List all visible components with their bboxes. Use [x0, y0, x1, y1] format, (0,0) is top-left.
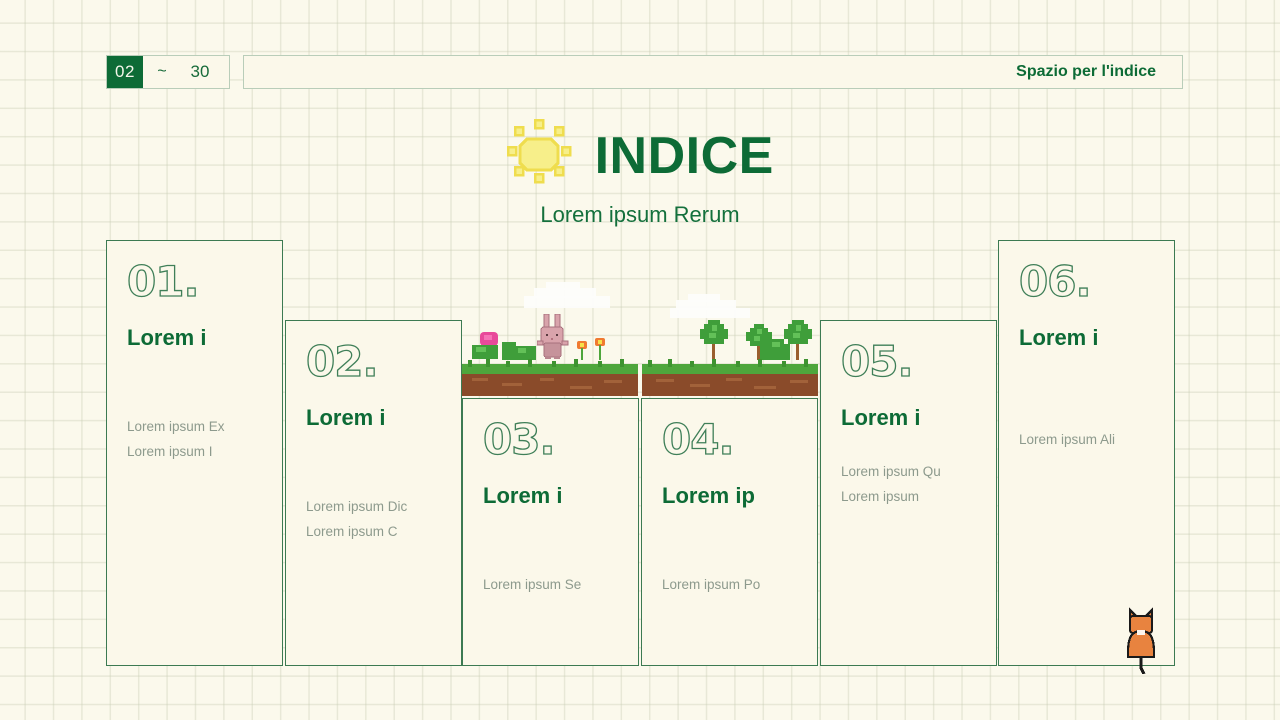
card-body-line: Lorem ipsum Ex	[127, 419, 225, 434]
cloud-icon	[676, 300, 736, 310]
card-body-line: Lorem ipsum Se	[483, 577, 582, 592]
card-number: 03.	[482, 415, 556, 464]
grass-tuft	[598, 361, 602, 367]
tree-icon	[784, 320, 812, 360]
grass-layer	[462, 364, 638, 374]
card-title: Lorem ip	[662, 483, 755, 508]
pixel-meadow-right	[642, 282, 818, 396]
cloud-icon	[524, 296, 610, 308]
card-title: Lorem i	[841, 405, 921, 430]
card-body: Lorem ipsum Po	[662, 572, 803, 597]
card-body-line: Lorem ipsum Qu	[841, 464, 941, 479]
flower-center	[580, 343, 584, 347]
grass-tuft	[620, 359, 624, 367]
pixel-meadow-left	[462, 282, 638, 396]
card-title: Lorem i	[1019, 325, 1099, 350]
flower-stem	[599, 345, 601, 360]
card-body: Lorem ipsum Ali	[1019, 427, 1160, 452]
index-space-label: Spazio per l'indice	[1016, 63, 1156, 80]
current-page-number: 02	[107, 56, 143, 88]
cloud-icon	[534, 288, 596, 298]
card-number: 01.	[126, 257, 200, 306]
card-body-line: Lorem ipsum Po	[662, 577, 761, 592]
card-title: Lorem i	[306, 405, 386, 430]
flower-rose-highlight	[484, 335, 492, 340]
page-range-separator: ~	[157, 63, 167, 80]
index-card-03[interactable]: 03. Lorem i Lorem ipsum Se	[462, 398, 639, 666]
card-body: Lorem ipsum Ex Lorem ipsum I	[127, 414, 268, 464]
grass-tuft	[486, 359, 490, 367]
card-number: 05.	[840, 337, 914, 386]
bush-highlight	[772, 342, 780, 347]
dirt-layer	[642, 374, 818, 396]
grass-tuft	[736, 361, 740, 367]
grass-tuft	[648, 360, 652, 367]
dirt-layer	[462, 374, 638, 396]
index-card-01[interactable]: 01. Lorem i Lorem ipsum Ex Lorem ipsum I	[106, 240, 283, 666]
grass-tuft	[804, 359, 808, 367]
page-title: INDICE	[594, 127, 774, 185]
card-body-line: Lorem ipsum Ali	[1019, 432, 1116, 447]
cloud-icon	[688, 294, 720, 302]
index-card-05[interactable]: 05. Lorem i Lorem ipsum Qu Lorem ipsum	[820, 320, 997, 666]
page-subtitle: Lorem ipsum Rerum	[540, 202, 740, 227]
grass-tuft	[528, 359, 532, 367]
index-space-bar[interactable]: Spazio per l'indice	[243, 55, 1183, 89]
grass-tuft	[574, 359, 578, 367]
tree-icon	[700, 320, 728, 360]
card-body-line: Lorem ipsum Dic	[306, 499, 408, 514]
bush-highlight	[518, 348, 526, 353]
grass-tuft	[552, 361, 556, 367]
grass-tuft	[712, 359, 716, 367]
card-body-line: Lorem ipsum	[841, 489, 920, 504]
grass-tuft	[758, 359, 762, 367]
bunny-icon	[536, 313, 571, 360]
grass-tuft	[690, 361, 694, 367]
bush-highlight	[476, 347, 486, 352]
cloud-icon	[670, 308, 750, 318]
card-number: 06.	[1018, 257, 1092, 306]
grass-tuft	[506, 361, 510, 367]
grass-tuft	[468, 360, 472, 367]
card-body-line: Lorem ipsum I	[127, 444, 213, 459]
card-body: Lorem ipsum Se	[483, 572, 624, 597]
grass-tuft	[668, 359, 672, 367]
card-title: Lorem i	[483, 483, 563, 508]
title-block: INDICE Lorem ipsum Rerum	[0, 118, 1280, 228]
card-number: 02.	[305, 337, 379, 386]
card-body: Lorem ipsum Qu Lorem ipsum	[841, 459, 982, 509]
cloud-icon	[546, 282, 580, 290]
card-body-line: Lorem ipsum C	[306, 524, 398, 539]
index-card-02[interactable]: 02. Lorem i Lorem ipsum Dic Lorem ipsum …	[285, 320, 462, 666]
sun-icon	[506, 118, 572, 184]
grass-tuft	[782, 361, 786, 367]
card-body: Lorem ipsum Dic Lorem ipsum C	[306, 494, 447, 544]
index-card-04[interactable]: 04. Lorem ip Lorem ipsum Po	[641, 398, 818, 666]
card-number: 04.	[661, 415, 735, 464]
page-number-chip: 02 ~ 30	[106, 55, 230, 89]
slide-header: 02 ~ 30 Spazio per l'indice	[0, 0, 1280, 110]
pixel-cat-icon	[1118, 602, 1166, 675]
flower-center	[598, 340, 602, 344]
index-card-06[interactable]: 06. Lorem i Lorem ipsum Ali	[998, 240, 1175, 666]
tree-icon	[746, 324, 772, 360]
card-title: Lorem i	[127, 325, 207, 350]
flower-stem	[581, 348, 583, 360]
grass-layer	[642, 364, 818, 374]
total-page-number: 30	[190, 62, 210, 81]
bush-icon	[502, 342, 516, 360]
